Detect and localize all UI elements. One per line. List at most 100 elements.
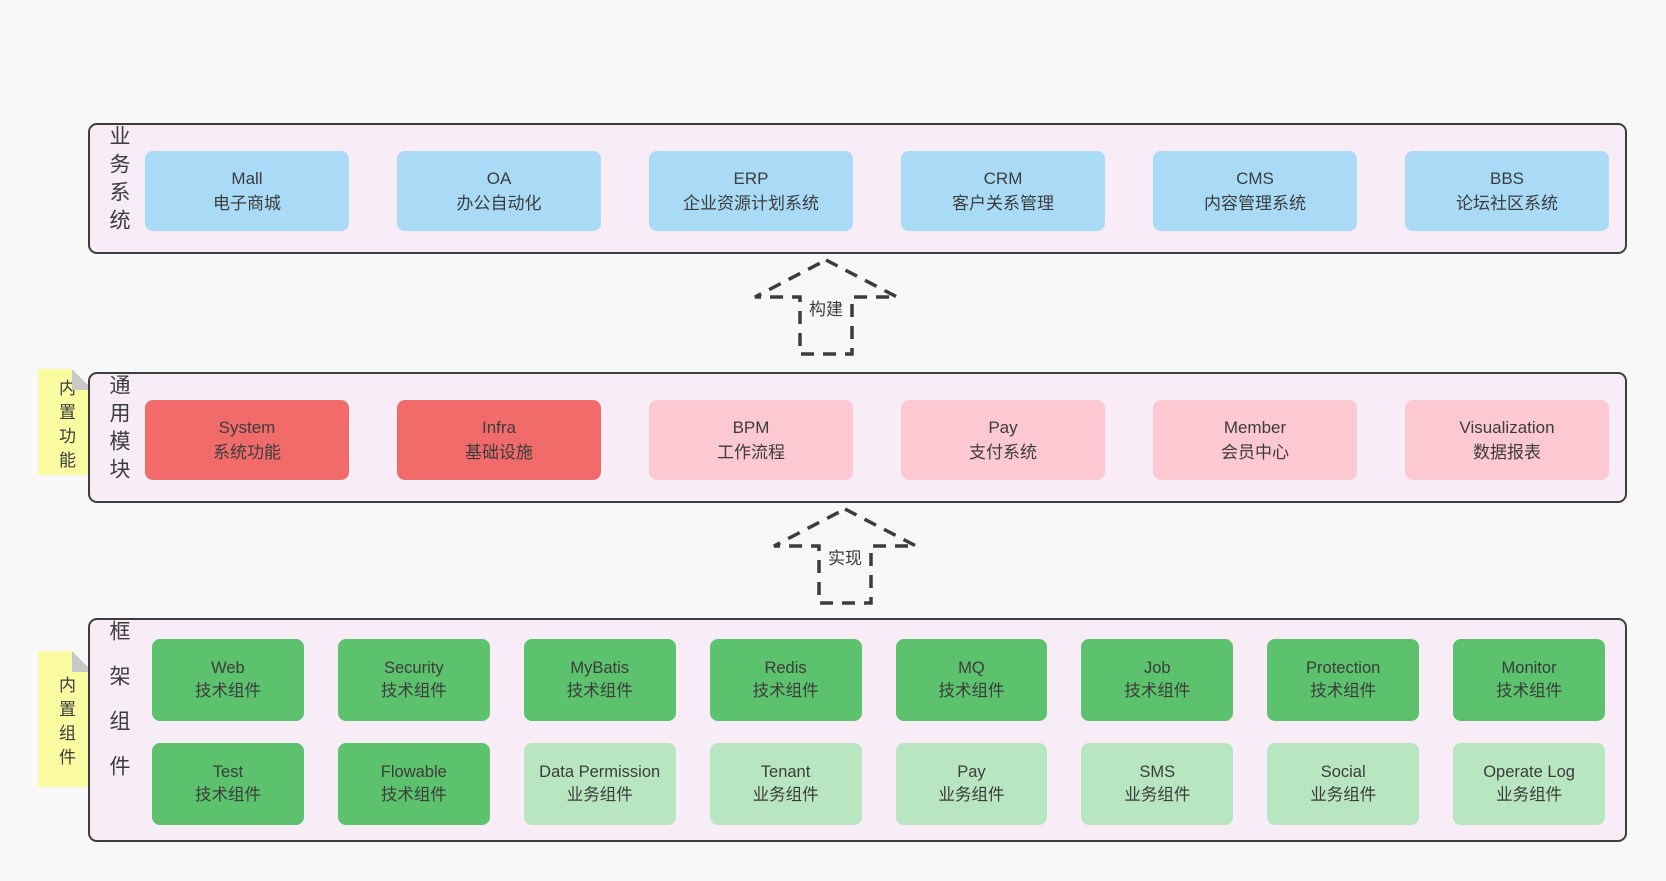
component-box: Security 技术组件 xyxy=(337,639,490,721)
box-subtitle: 业务组件 xyxy=(1496,786,1563,804)
system-box: CMS 内容管理系统 xyxy=(1153,151,1357,231)
business-box-row: Mall 电子商城 OA 办公自动化 ERP 企业资源计划系统 CRM 客户关系… xyxy=(145,151,1609,231)
box-title: MQ xyxy=(958,659,985,677)
system-box: CRM 客户关系管理 xyxy=(901,151,1105,231)
component-box: Test 技术组件 xyxy=(152,743,304,825)
box-subtitle: 技术组件 xyxy=(566,682,633,700)
module-box: BPM 工作流程 xyxy=(649,400,853,480)
module-box: Pay 支付系统 xyxy=(901,400,1105,480)
box-title: Pay xyxy=(957,763,986,781)
box-subtitle: 内容管理系统 xyxy=(1204,194,1306,213)
box-title: CMS xyxy=(1236,169,1274,188)
box-subtitle: 技术组件 xyxy=(1496,682,1563,700)
box-title: Tenant xyxy=(760,763,811,781)
box-subtitle: 技术组件 xyxy=(194,682,261,700)
box-title: Pay xyxy=(988,418,1018,437)
sticky-note-builtin-features: 内置功能 xyxy=(38,369,93,475)
component-box: Operate Log 业务组件 xyxy=(1453,743,1605,825)
layer-framework-components: 框架组件 Web 技术组件 Security 技术组件 MyBatis 技术组件… xyxy=(88,618,1627,842)
box-title: Infra xyxy=(481,418,517,437)
box-title: Visualization xyxy=(1459,418,1555,437)
box-title: CRM xyxy=(983,169,1023,188)
box-subtitle: 业务组件 xyxy=(566,786,633,804)
box-subtitle: 业务组件 xyxy=(1310,786,1377,804)
box-subtitle: 技术组件 xyxy=(752,682,819,700)
box-subtitle: 技术组件 xyxy=(380,682,447,700)
box-subtitle: 工作流程 xyxy=(717,443,785,462)
build-arrow: 构建 xyxy=(751,256,901,358)
box-title: System xyxy=(218,418,276,437)
box-title: Social xyxy=(1320,763,1366,781)
sticky-note-text: 内置组件 xyxy=(56,676,75,772)
box-title: Test xyxy=(212,763,244,781)
component-box: Web 技术组件 xyxy=(152,639,304,721)
box-title: Member xyxy=(1223,418,1287,437)
box-subtitle: 企业资源计划系统 xyxy=(683,194,819,213)
box-title: Data Permission xyxy=(539,763,661,781)
box-title: BBS xyxy=(1489,169,1525,188)
system-box: Mall 电子商城 xyxy=(145,151,349,231)
box-title: Flowable xyxy=(380,763,447,781)
sticky-note-builtin-components: 内置组件 xyxy=(38,651,93,787)
box-title: Mall xyxy=(231,169,263,188)
sticky-note-text: 内置功能 xyxy=(56,379,75,475)
dashed-up-arrow-icon xyxy=(754,258,898,356)
component-box: Protection 技术组件 xyxy=(1267,639,1420,721)
box-title: MyBatis xyxy=(570,659,630,677)
component-box: SMS 业务组件 xyxy=(1081,743,1234,825)
box-title: Security xyxy=(384,659,444,677)
box-title: Redis xyxy=(764,659,807,677)
module-box: Visualization 数据报表 xyxy=(1405,400,1609,480)
dashed-up-arrow-icon xyxy=(773,507,917,605)
box-subtitle: 技术组件 xyxy=(1124,682,1191,700)
component-box: Data Permission 业务组件 xyxy=(523,743,676,825)
system-box: OA 办公自动化 xyxy=(397,151,601,231)
component-box: Job 技术组件 xyxy=(1081,639,1234,721)
component-box: Social 业务组件 xyxy=(1267,743,1420,825)
component-box: Tenant 业务组件 xyxy=(709,743,862,825)
module-box: Infra 基础设施 xyxy=(397,400,601,480)
box-title: Operate Log xyxy=(1483,763,1575,781)
layer-business-systems: 业务系统 Mall 电子商城 OA 办公自动化 ERP 企业资源计划系统 CRM… xyxy=(88,123,1627,254)
system-box: ERP 企业资源计划系统 xyxy=(649,151,853,231)
box-subtitle: 业务组件 xyxy=(752,786,819,804)
box-title: Monitor xyxy=(1501,659,1557,677)
module-box: Member 会员中心 xyxy=(1153,400,1357,480)
box-subtitle: 技术组件 xyxy=(194,786,261,804)
box-title: OA xyxy=(486,169,512,188)
component-box: Flowable 技术组件 xyxy=(337,743,490,825)
box-subtitle: 电子商城 xyxy=(213,194,281,213)
system-box: BBS 论坛社区系统 xyxy=(1405,151,1609,231)
box-subtitle: 客户关系管理 xyxy=(952,194,1054,213)
box-title: SMS xyxy=(1139,763,1176,781)
box-title: Job xyxy=(1144,659,1171,677)
component-box: MyBatis 技术组件 xyxy=(523,639,676,721)
layer-label-components: 框架组件 xyxy=(107,620,130,800)
build-arrow-label: 构建 xyxy=(804,294,848,321)
box-subtitle: 会员中心 xyxy=(1221,443,1289,462)
component-box: Pay 业务组件 xyxy=(895,743,1048,825)
layer-label-modules: 通用模块 xyxy=(107,374,130,486)
layer-common-modules: 通用模块 System 系统功能 Infra 基础设施 BPM 工作流程 Pay… xyxy=(88,372,1627,503)
box-subtitle: 支付系统 xyxy=(969,443,1037,462)
box-subtitle: 技术组件 xyxy=(938,682,1005,700)
box-subtitle: 技术组件 xyxy=(1310,682,1377,700)
layer-label-business: 业务系统 xyxy=(107,125,130,237)
implement-arrow-label: 实现 xyxy=(823,543,867,570)
box-title: Web xyxy=(211,659,245,677)
box-subtitle: 业务组件 xyxy=(938,786,1005,804)
box-subtitle: 技术组件 xyxy=(380,786,447,804)
box-subtitle: 论坛社区系统 xyxy=(1456,194,1558,213)
box-subtitle: 系统功能 xyxy=(213,443,281,462)
box-title: Protection xyxy=(1306,659,1381,677)
box-subtitle: 办公自动化 xyxy=(456,194,542,213)
box-title: ERP xyxy=(733,169,769,188)
modules-box-row: System 系统功能 Infra 基础设施 BPM 工作流程 Pay 支付系统… xyxy=(145,400,1609,480)
box-title: BPM xyxy=(732,418,770,437)
box-subtitle: 数据报表 xyxy=(1473,443,1541,462)
component-box: Monitor 技术组件 xyxy=(1453,639,1605,721)
component-box: Redis 技术组件 xyxy=(709,639,862,721)
box-subtitle: 基础设施 xyxy=(465,443,533,462)
module-box: System 系统功能 xyxy=(145,400,349,480)
